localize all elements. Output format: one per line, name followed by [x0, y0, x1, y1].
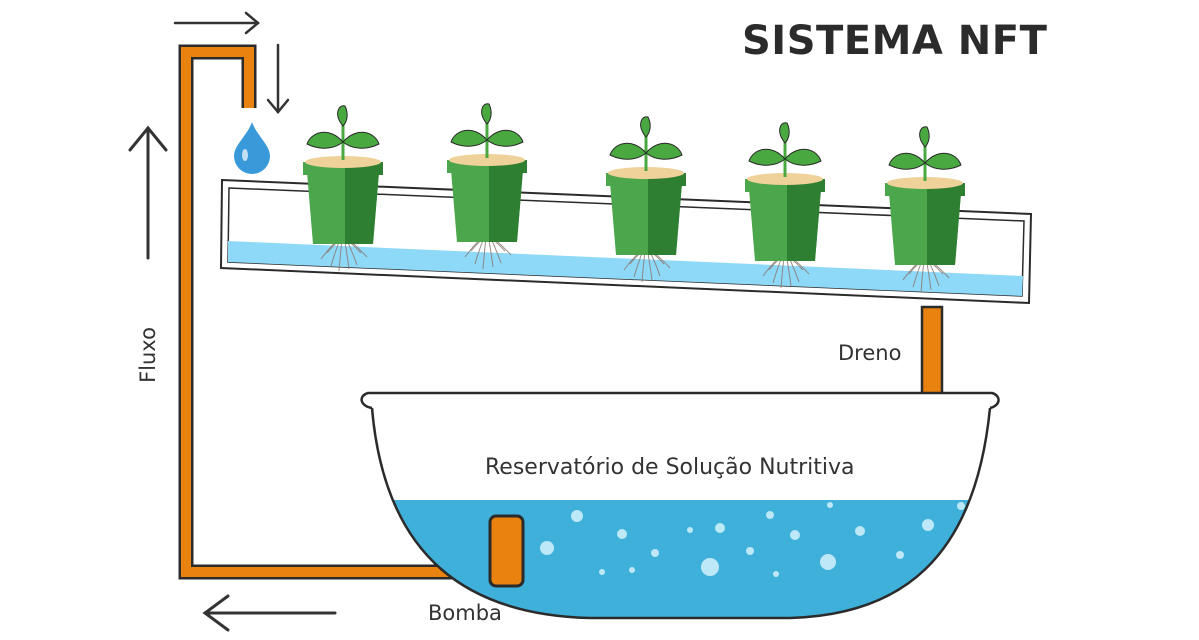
- plant-pot: [606, 116, 686, 283]
- pump-label: Bomba: [428, 601, 502, 625]
- plant-pot: [745, 122, 825, 289]
- plant-pot: [303, 105, 383, 272]
- arrow-right-top-icon: [173, 11, 260, 35]
- plant-pot: [885, 126, 965, 293]
- plant-pot: [447, 103, 527, 270]
- reservoir: [360, 391, 1000, 620]
- bubbles: [540, 502, 965, 577]
- arrow-left-bottom-icon: [202, 594, 337, 632]
- flow-label: Fluxo: [136, 327, 160, 383]
- drain-label: Dreno: [838, 341, 902, 365]
- arrow-up-icon: [128, 125, 168, 260]
- pump: [488, 514, 525, 588]
- plants-group: [303, 103, 965, 293]
- reservoir-label: Reservatório de Solução Nutritiva: [485, 455, 855, 480]
- water-drop-icon: [234, 122, 270, 174]
- diagram-title: SISTEMA NFT: [742, 18, 1048, 64]
- arrow-down-icon: [266, 43, 290, 114]
